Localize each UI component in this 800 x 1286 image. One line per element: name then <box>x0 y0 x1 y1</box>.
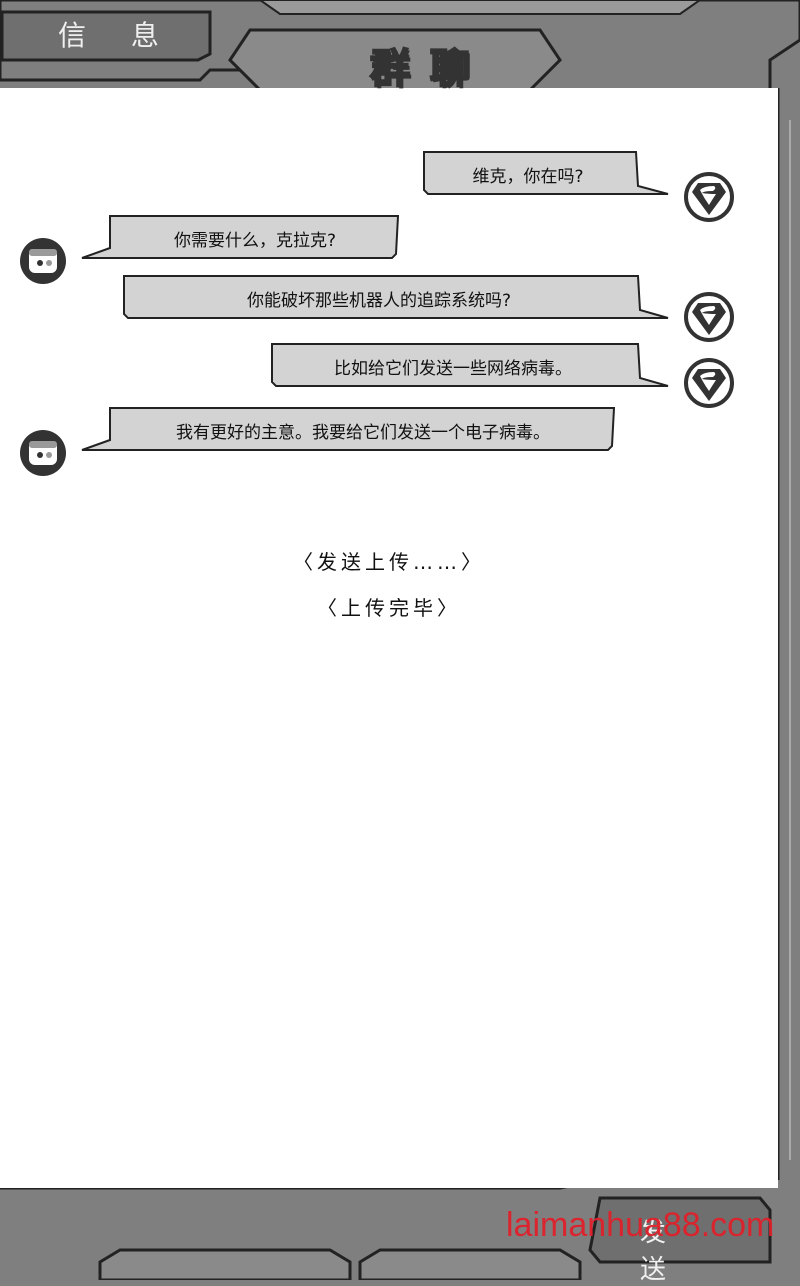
upload-complete-status: 〈上传完毕〉 <box>317 596 461 620</box>
chat-screen <box>0 88 778 1188</box>
message-text: 比如给它们发送一些网络病毒。 <box>334 358 572 379</box>
cyborg-icon <box>18 236 68 286</box>
message-bubble: 维克，你在吗? <box>420 150 670 198</box>
superman-icon <box>684 358 734 408</box>
message-bubble: 比如给它们发送一些网络病毒。 <box>268 342 670 390</box>
message-bubble: 你能破坏那些机器人的追踪系统吗? <box>120 274 670 322</box>
superman-icon <box>684 172 734 222</box>
upload-status: 〈发送上传……〉 <box>293 550 485 574</box>
send-button[interactable]: 发 送 <box>640 1218 685 1285</box>
page-title: 群聊 <box>369 45 490 93</box>
tab-messages[interactable]: 信 息 <box>58 19 177 52</box>
superman-icon <box>684 292 734 342</box>
message-text: 你能破坏那些机器人的追踪系统吗? <box>246 290 512 311</box>
message-bubble: 我有更好的主意。我要给它们发送一个电子病毒。 <box>80 406 616 454</box>
message-text: 维克，你在吗? <box>472 166 584 187</box>
watermark: laimanhua88.com <box>506 1206 775 1244</box>
message-text: 我有更好的主意。我要给它们发送一个电子病毒。 <box>176 422 550 443</box>
message-bubble: 你需要什么，克拉克? <box>80 214 400 262</box>
cyborg-icon <box>18 428 68 478</box>
message-text: 你需要什么，克拉克? <box>173 230 337 251</box>
